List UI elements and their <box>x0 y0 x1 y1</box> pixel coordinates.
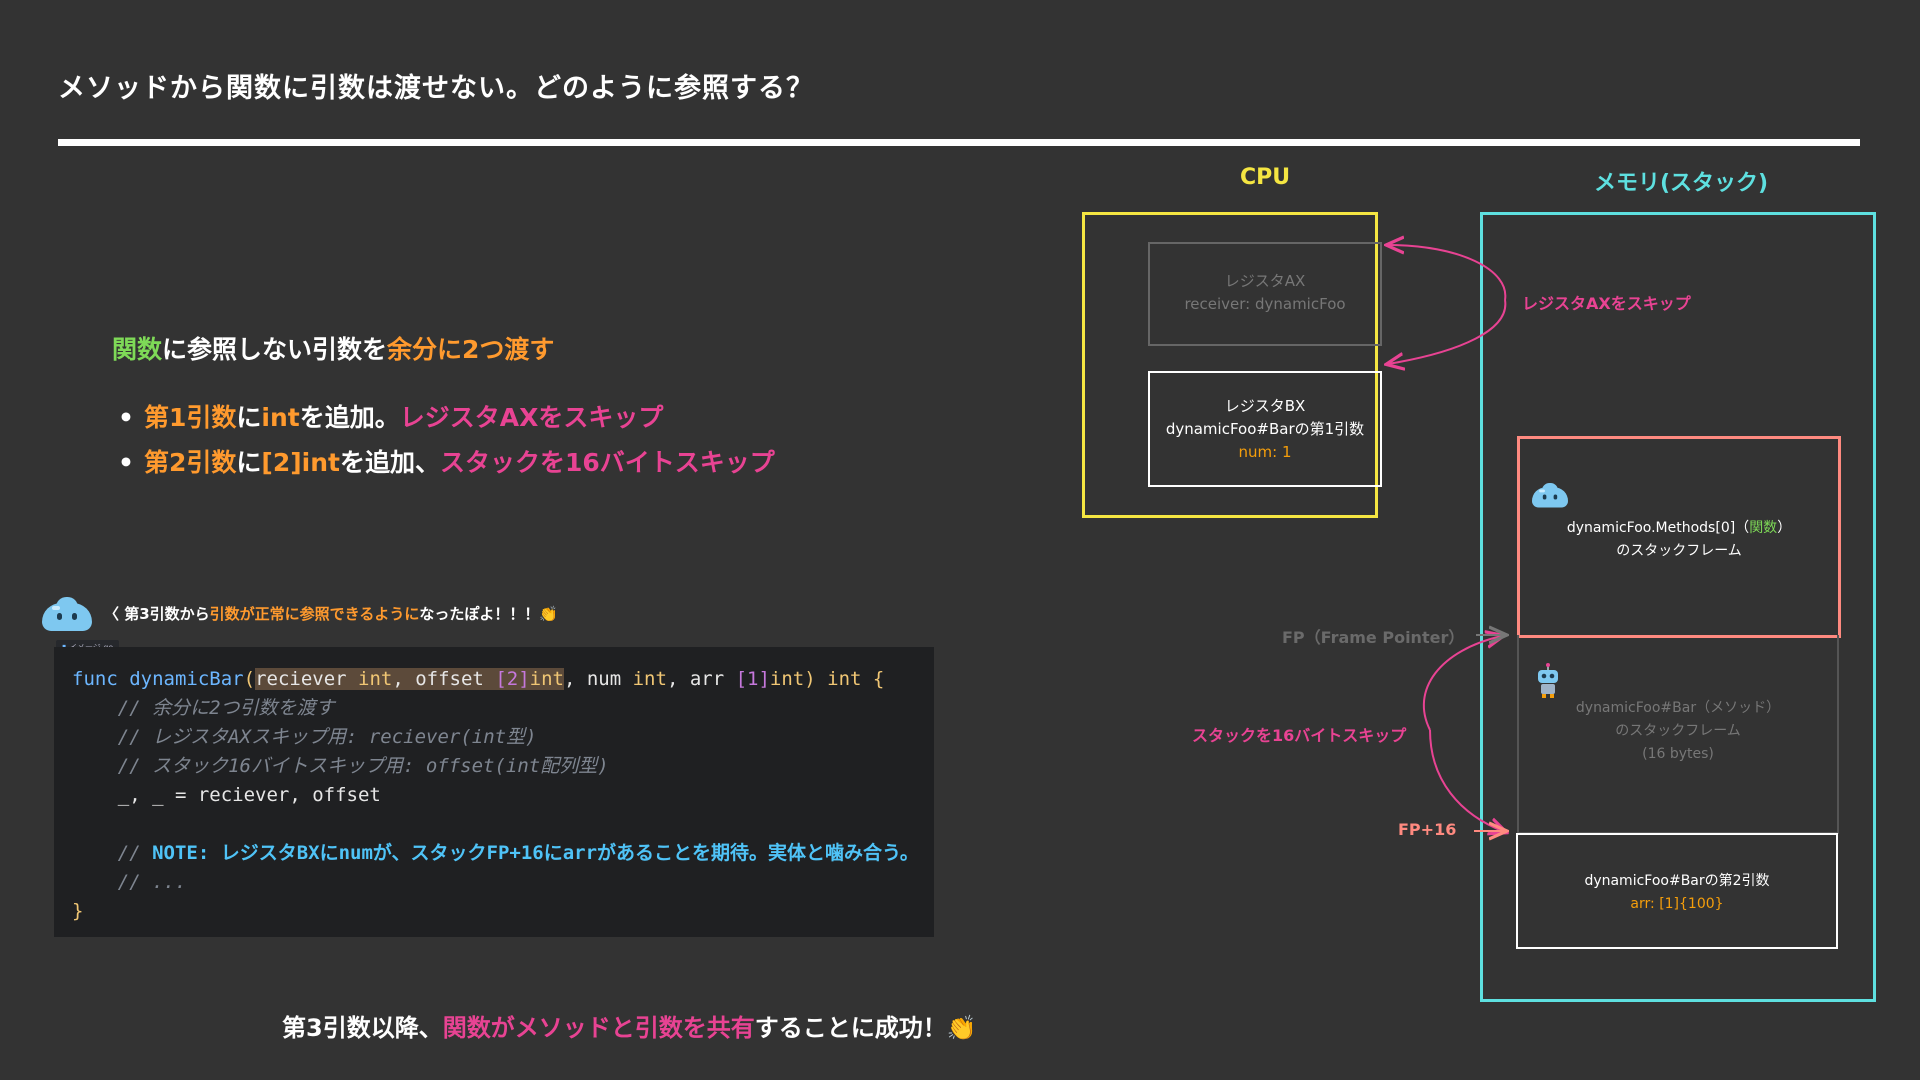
frame-function-text: ） <box>1777 520 1792 536</box>
code-panel: func dynamicBar(reciever int, offset [2]… <box>54 647 934 937</box>
title-divider <box>58 139 1860 146</box>
frame-function-line-1: dynamicFoo.Methods[0]（関数） <box>1520 517 1838 540</box>
speech-part-3: なったぽよ！！！ <box>419 605 540 623</box>
second-arg-value: arr: [1]{100} <box>1630 896 1724 912</box>
code-line-4: // スタック16バイトスキップ用: offset(int配列型) <box>117 755 609 777</box>
frame-function-line-2: のスタックフレーム <box>1616 543 1742 559</box>
code-return-type: int <box>827 668 862 690</box>
lead-part-3: 余分に2つ渡す <box>387 335 555 364</box>
code-keyword-func: func <box>72 668 118 690</box>
code-type: int <box>529 668 564 690</box>
memory-box <box>1480 212 1876 1002</box>
code-func-name: dynamicBar <box>129 668 244 690</box>
bullet-dot: • <box>118 448 134 477</box>
mascot-slime-icon <box>42 597 92 631</box>
frame-method-line-1: dynamicFoo#Bar（メソッド） <box>1575 700 1781 716</box>
conclusion-part-1: 第3引数以降、 <box>282 1014 443 1042</box>
code-comment-prefix: // <box>117 842 153 864</box>
stack-frame-method: dynamicFoo#Bar（メソッド） のスタックフレーム (16 bytes… <box>1517 635 1839 834</box>
frame-function-kind: 関数 <box>1749 520 1778 536</box>
memory-title: メモリ(スタック) <box>1594 171 1769 196</box>
bullet-dot: • <box>118 403 134 432</box>
second-arg-desc: dynamicFoo#Barの第2引数 <box>1584 873 1770 889</box>
bullet1-part-2: に <box>236 403 262 432</box>
skip-16-bytes-label: スタックを16バイトスキップ <box>1192 726 1407 745</box>
robot-icon <box>1538 663 1558 698</box>
conclusion-part-3: することに成功！ <box>754 1014 947 1042</box>
clap-icon: 👏 <box>946 1014 977 1042</box>
lead-statement: 関数に参照しない引数を余分に2つ渡す <box>112 330 554 366</box>
code-note: NOTE: レジスタBXにnumが、スタックFP+16にarrがあることを期待。… <box>152 842 919 864</box>
bullet2-part-4: を追加、 <box>339 448 440 477</box>
code-param-reciever: reciever <box>255 668 347 690</box>
bullet1-part-3: int <box>261 403 300 432</box>
bullet2-part-5: スタックを16バイトスキップ <box>440 448 775 477</box>
register-ax-name: レジスタAX <box>1224 272 1306 290</box>
frame-function-text: dynamicFoo.Methods[0]（ <box>1566 520 1750 536</box>
speech-part-2: 引数が正常に参照できるように <box>209 605 420 623</box>
register-bx-name: レジスタBX <box>1224 397 1306 415</box>
register-ax-value: receiver: dynamicFoo <box>1184 295 1346 313</box>
register-ax: レジスタAX receiver: dynamicFoo <box>1148 242 1382 346</box>
register-bx-desc: dynamicFoo#Barの第1引数 <box>1165 420 1365 438</box>
bullet1-part-5: レジスタAXをスキップ <box>399 403 664 432</box>
code-close-paren: ) <box>804 668 828 690</box>
code-type: int <box>632 668 667 690</box>
stack-second-argument: dynamicFoo#Barの第2引数 arr: [1]{100} <box>1516 833 1838 949</box>
bullet2-part-2: に <box>236 448 262 477</box>
code-type: int <box>769 668 805 690</box>
code-block: func dynamicBar(reciever int, offset [2]… <box>54 647 934 944</box>
conclusion-part-2: 関数がメソッドと引数を共有 <box>442 1014 755 1042</box>
code-line-9: } <box>72 900 84 922</box>
code-line-2: // 余分に2つ引数を渡す <box>117 697 335 719</box>
code-text: , num <box>563 668 633 690</box>
mascot-speech: 〈 第3引数から引数が正常に参照できるようになったぽよ！！！👏 <box>104 603 558 624</box>
slide-title: メソッドから関数に引数は渡せない。どのように参照する？ <box>58 73 814 104</box>
bullet1-part-4: を追加。 <box>299 403 400 432</box>
register-bx-value: num: 1 <box>1238 443 1292 461</box>
speech-part-1: 〈 第3引数から <box>104 605 210 623</box>
clap-icon: 👏 <box>539 605 559 623</box>
stack-frame-function: dynamicFoo.Methods[0]（関数） のスタックフレーム <box>1517 436 1841 638</box>
code-array-size: [1] <box>735 668 770 690</box>
code-line-8: // ... <box>117 871 187 893</box>
code-text: , offset <box>392 668 496 690</box>
mascot-slime-icon <box>1532 483 1568 508</box>
code-type: int <box>358 668 393 690</box>
frame-method-line-2: のスタックフレーム <box>1615 723 1741 739</box>
code-line-1: func dynamicBar(reciever int, offset [2]… <box>72 668 884 690</box>
bullet2-part-3: [2]int <box>261 448 340 477</box>
cpu-title: CPU <box>1240 165 1291 190</box>
code-highlighted-params: reciever int, offset [2]int <box>255 668 564 690</box>
frame-method-size: (16 bytes) <box>1642 746 1714 762</box>
conclusion: 第3引数以降、関数がメソッドと引数を共有することに成功！👏 <box>282 1008 977 1043</box>
bullet-point-2: • 第2引数に[2]intを追加、スタックを16バイトスキップ <box>118 443 775 479</box>
code-text: , arr <box>666 668 736 690</box>
code-open-brace: { <box>872 668 885 690</box>
frame-pointer-label: FP（Frame Pointer） <box>1282 628 1465 647</box>
bullet2-part-1: 第2引数 <box>143 448 237 477</box>
register-bx: レジスタBX dynamicFoo#Barの第1引数 num: 1 <box>1148 371 1382 487</box>
code-array-size: [2] <box>495 668 530 690</box>
lead-part-1: 関数 <box>112 335 163 364</box>
code-line-3: // レジスタAXスキップ用: reciever(int型) <box>117 726 537 748</box>
code-line-5: _, _ = reciever, offset <box>117 784 381 806</box>
bullet1-part-1: 第1引数 <box>143 403 237 432</box>
fp-plus-16-label: FP+16 <box>1398 820 1457 839</box>
skip-register-ax-label: レジスタAXをスキップ <box>1522 294 1691 313</box>
lead-part-2: に参照しない引数を <box>162 335 388 364</box>
code-line-7: // NOTE: レジスタBXにnumが、スタックFP+16にarrがあることを… <box>118 842 919 864</box>
bullet-point-1: • 第1引数にintを追加。レジスタAXをスキップ <box>118 398 663 434</box>
cpu-box <box>1082 212 1378 518</box>
code-open-paren: ( <box>243 668 256 690</box>
